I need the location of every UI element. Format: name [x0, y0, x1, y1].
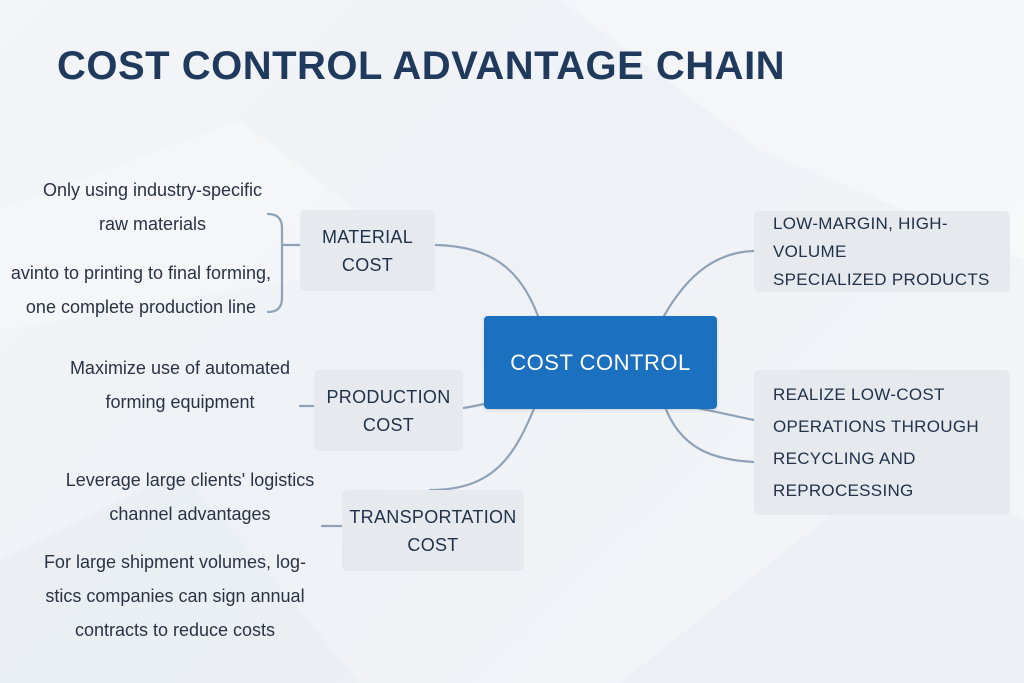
center-node-cost-control: COST CONTROL: [484, 316, 717, 409]
branch-recycling-reprocessing: REALIZE LOW-COST OPERATIONS THROUGH RECY…: [754, 370, 1010, 515]
branch-recycling-label: REALIZE LOW-COST OPERATIONS THROUGH RECY…: [773, 384, 979, 500]
leaf-one-production-line: avinto to printing to final forming, one…: [10, 263, 272, 317]
connector-center-lowmargin: [662, 249, 756, 318]
branch-material-cost-label: MATERIAL COST: [321, 226, 414, 275]
leaf-annual-contracts: For large shipment volumes, log- stics c…: [43, 552, 307, 640]
leaf-logistics-channel-advantages: Leverage large clients' logistics channe…: [65, 470, 315, 524]
connector-center-production: [461, 402, 486, 410]
connector-center-recycling-2: [662, 402, 756, 464]
branch-transportation-cost-label: TRANSPORTATION COST: [349, 506, 517, 555]
connector-center-material: [433, 243, 540, 318]
center-node-label: COST CONTROL: [510, 349, 691, 375]
branch-transportation-cost: TRANSPORTATION COST: [342, 490, 524, 571]
leaf-industry-specific-raw-materials: Only using industry-specific raw materia…: [42, 180, 263, 234]
branch-material-cost: MATERIAL COST: [300, 210, 435, 291]
branch-low-margin-high-volume: LOW-MARGIN, HIGH-VOLUME SPECIALIZED PROD…: [754, 211, 1010, 292]
diagram-title: COST CONTROL ADVANTAGE CHAIN: [57, 44, 786, 88]
bracket-material: [266, 212, 284, 314]
branch-low-margin-label: LOW-MARGIN, HIGH-VOLUME SPECIALIZED PROD…: [773, 213, 990, 289]
leaf-automated-forming-equipment: Maximize use of automated forming equipm…: [69, 358, 291, 412]
branch-production-cost: PRODUCTION COST: [314, 370, 463, 451]
branch-production-cost-label: PRODUCTION COST: [326, 386, 451, 435]
connector-center-transportation: [428, 402, 538, 492]
